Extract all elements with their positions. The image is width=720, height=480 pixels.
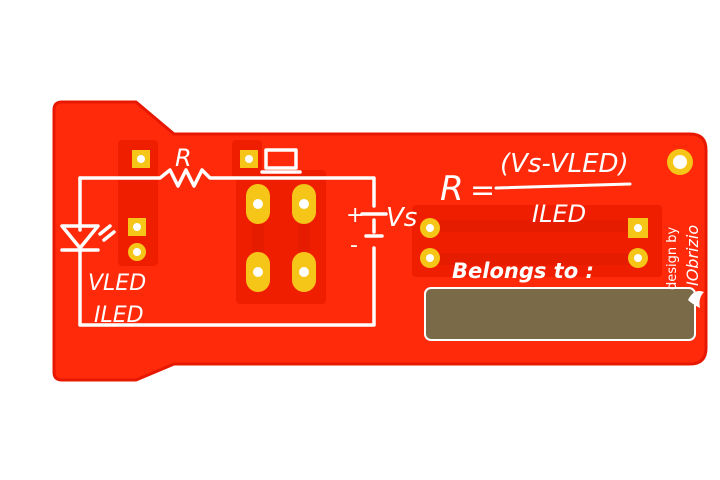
credit-prefix: design by (665, 226, 680, 290)
pad-hole (426, 254, 434, 262)
pad-group (128, 150, 258, 261)
trace-bottom (432, 253, 638, 265)
formula-numerator: (Vs-VLED) (500, 149, 629, 179)
name-area (424, 287, 696, 341)
switch-pad-hole (299, 267, 309, 277)
pad-hole (634, 254, 642, 262)
led-pads (420, 149, 693, 268)
battery-plus-label: + (346, 203, 364, 228)
vled-label: VLED (88, 271, 146, 296)
switch-pad-hole (253, 199, 263, 209)
circuit-schematic (60, 148, 388, 327)
formula-denominator: ILED (532, 200, 586, 228)
formula-r: R (440, 169, 464, 209)
resistor-label: R (175, 144, 192, 172)
switch-trace (252, 224, 264, 252)
formula-fraction-bar (494, 182, 632, 190)
switch-pads (246, 184, 316, 292)
belongs-label: Belongs to : (452, 259, 594, 283)
mounting-hole-center (673, 155, 687, 169)
pad-hole (426, 224, 434, 232)
switch-pad-hole (253, 267, 263, 277)
pad-hole (133, 223, 141, 231)
bird-logo-icon (688, 291, 704, 308)
pad-hole (133, 248, 141, 256)
pad-hole (245, 155, 253, 163)
credit-brand: IObrizio (683, 225, 702, 286)
iled-label: ILED (94, 303, 144, 328)
switch-trace (298, 224, 310, 252)
switch-pad-hole (299, 199, 309, 209)
pad-hole (634, 224, 642, 232)
vs-label: Vs (386, 203, 417, 233)
battery-minus-label: - (350, 233, 358, 258)
formula-equals: = (470, 173, 495, 208)
trace-top (432, 220, 638, 232)
pad-hole (137, 155, 145, 163)
